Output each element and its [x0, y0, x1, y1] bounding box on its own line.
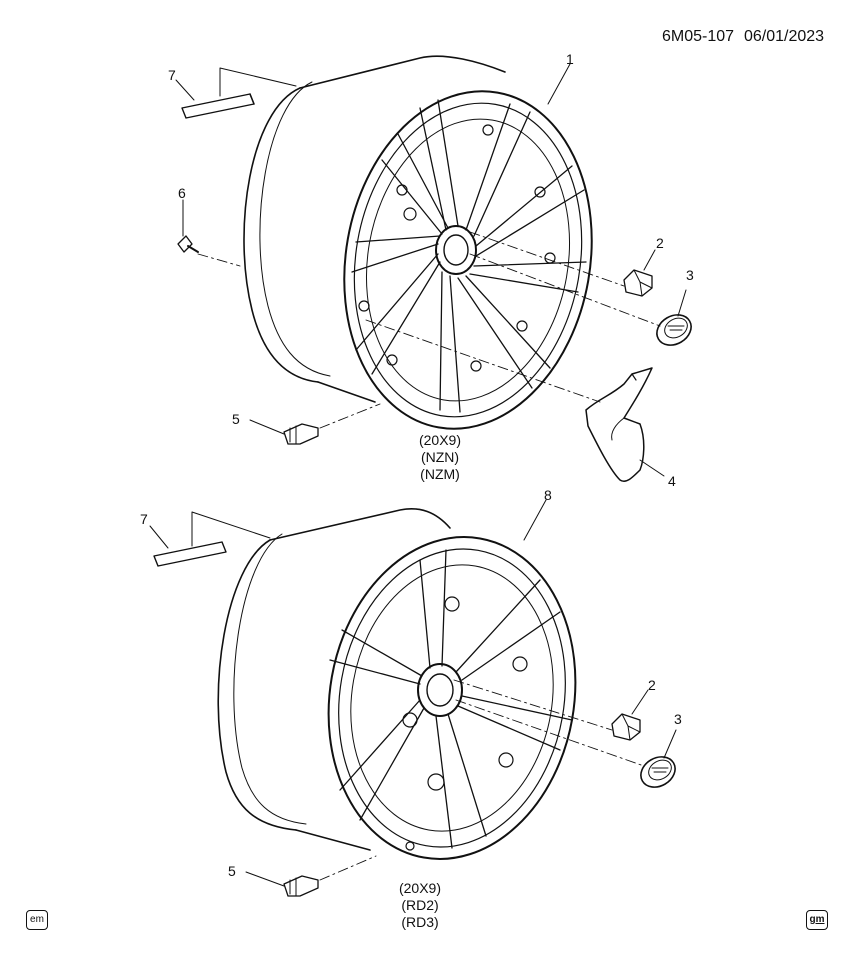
top-size-line-2: (NZN)	[420, 449, 460, 465]
top-label-part	[175, 67, 297, 119]
top-center-cap-part	[469, 253, 692, 346]
callout-5-bottom: 5	[228, 863, 236, 879]
callout-1: 1	[566, 51, 574, 67]
bottom-valve-stem-part	[245, 855, 377, 897]
diagram-code: 6M05-107	[662, 28, 735, 45]
callout-3-bottom: 3	[674, 711, 682, 727]
bottom-center-cap-part	[455, 699, 677, 788]
top-insert-part	[365, 319, 665, 482]
callout-5-top: 5	[232, 411, 240, 427]
callout-6: 6	[178, 185, 186, 201]
top-wheel	[243, 55, 593, 430]
callout-2-top: 2	[656, 235, 664, 251]
top-size-line-3: (NZM)	[420, 466, 460, 482]
callout-3-top: 3	[686, 267, 694, 283]
callout-4: 4	[668, 473, 676, 489]
bottom-wheel	[217, 508, 577, 860]
top-size-line-1: (20X9)	[418, 432, 462, 448]
top-lug-nut-part	[469, 231, 656, 297]
diagram-date: 06/01/2023	[744, 28, 825, 45]
callout-7-bottom: 7	[140, 511, 148, 527]
bottom-size-line-2: (RD2)	[401, 897, 439, 913]
bottom-label-part	[149, 511, 271, 567]
top-wheel-leader	[547, 63, 571, 105]
bottom-size-line-1: (20X9)	[398, 880, 442, 896]
top-valve-stem-part	[249, 403, 381, 445]
bottom-wheel-leader	[523, 499, 547, 541]
callout-2-bottom: 2	[648, 677, 656, 693]
callout-8: 8	[544, 487, 552, 503]
callout-7-top: 7	[168, 67, 176, 83]
em-badge-icon: em	[26, 910, 48, 930]
gm-logo-icon: gm	[806, 910, 828, 930]
bottom-lug-nut-part	[453, 679, 649, 741]
top-bolt-part	[177, 199, 241, 267]
bottom-size-line-3: (RD3)	[401, 914, 439, 930]
